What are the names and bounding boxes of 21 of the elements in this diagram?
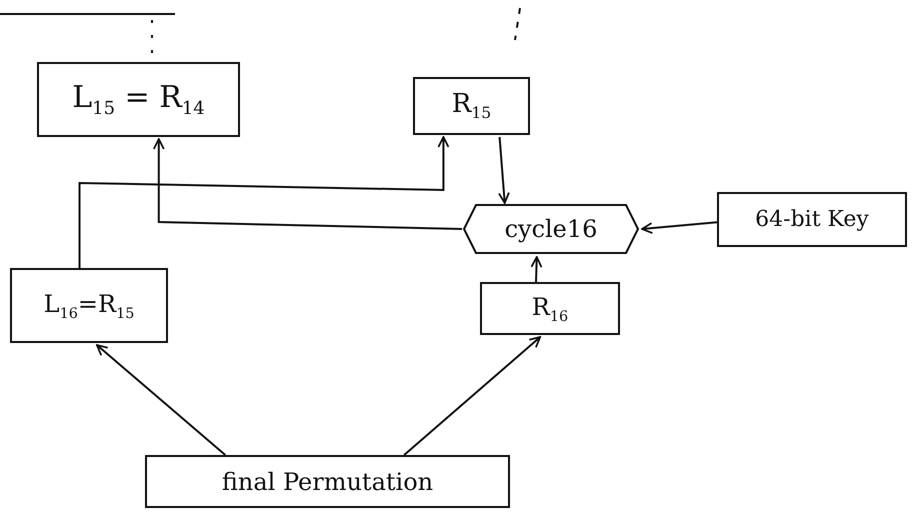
- arrow: [78, 136, 450, 268]
- arrow: [641, 221, 718, 234]
- arrow: [530, 256, 542, 282]
- node-label: R$_{16}$: [532, 292, 568, 324]
- arrow: [498, 136, 510, 204]
- arrow: [404, 336, 542, 456]
- process-box: [145, 455, 510, 508]
- node-label: cycle16: [504, 215, 598, 243]
- process-box: [480, 282, 620, 335]
- node-label: final Permutation: [222, 468, 434, 496]
- process-box: [10, 268, 168, 343]
- arrow: [152, 138, 462, 230]
- process-box: [37, 62, 240, 137]
- node-label: R$_{15}$: [452, 89, 492, 123]
- process-box: [717, 192, 907, 247]
- process-hexagon: [462, 203, 640, 255]
- node-label: L$_{15}$ = R$_{14}$: [72, 80, 205, 119]
- arrow: [96, 344, 226, 456]
- node-label: L$_{16}$=R$_{15}$: [44, 290, 134, 322]
- node-label: 64-bit Key: [755, 207, 869, 232]
- process-box: [413, 77, 530, 135]
